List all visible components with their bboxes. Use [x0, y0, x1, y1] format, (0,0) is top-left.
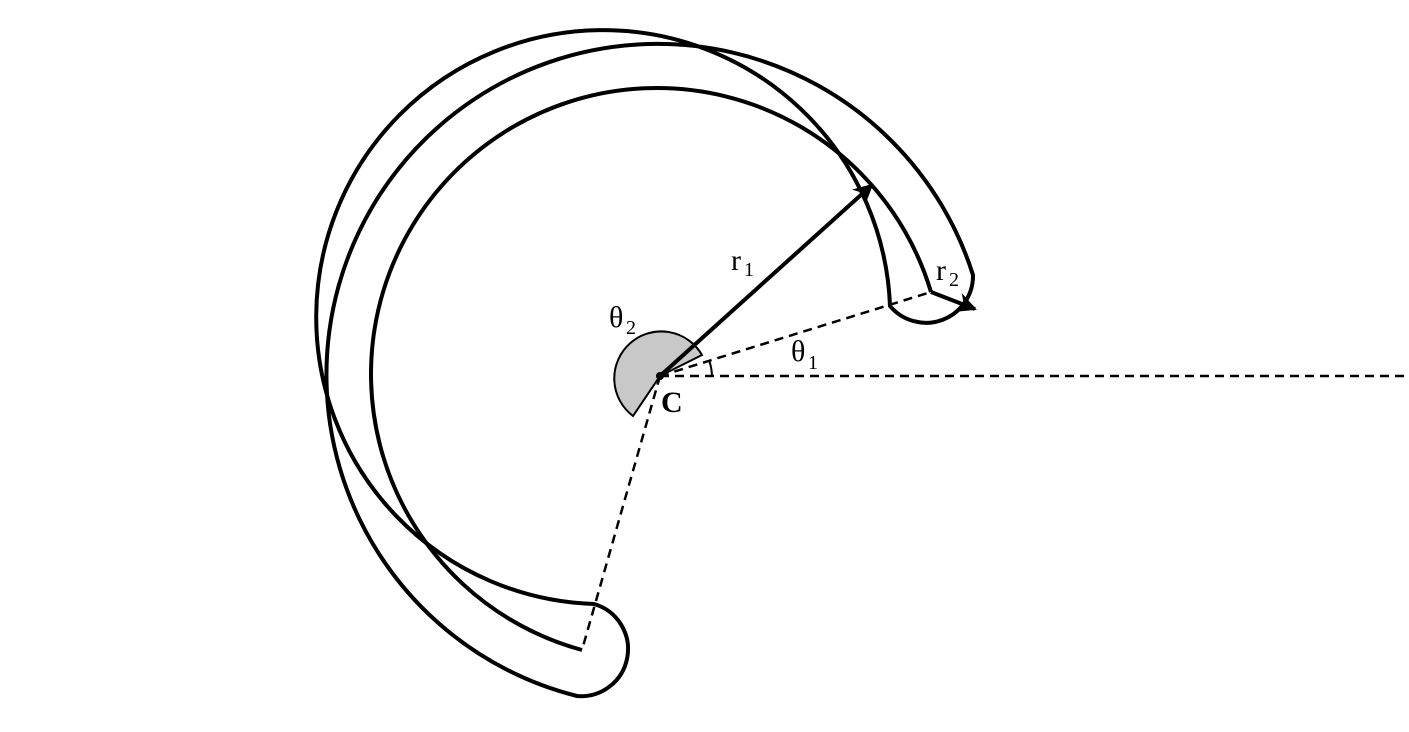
center-point	[656, 372, 664, 380]
torus-centerline-arc	[369, 86, 933, 652]
svg-text:2: 2	[949, 269, 959, 291]
theta2-radial-line	[580, 375, 662, 651]
svg-text:θ: θ	[609, 301, 623, 334]
svg-text:r: r	[731, 244, 741, 277]
r1-label: r 1	[731, 244, 754, 281]
svg-text:1: 1	[808, 352, 818, 374]
theta1-angle-arc	[708, 359, 713, 377]
theta2-label: θ 2	[609, 301, 636, 339]
torus-outer-boundary	[314, 28, 976, 699]
svg-text:θ: θ	[791, 335, 805, 368]
r1-arrow	[658, 183, 874, 378]
svg-text:r: r	[936, 254, 946, 287]
svg-text:1: 1	[744, 259, 754, 281]
svg-text:2: 2	[626, 317, 636, 339]
r2-arrow	[930, 290, 977, 312]
r2-label: r 2	[936, 254, 959, 291]
theta1-radial-line	[659, 290, 932, 378]
center-label: C	[661, 386, 683, 419]
theta1-label: θ 1	[791, 335, 818, 374]
